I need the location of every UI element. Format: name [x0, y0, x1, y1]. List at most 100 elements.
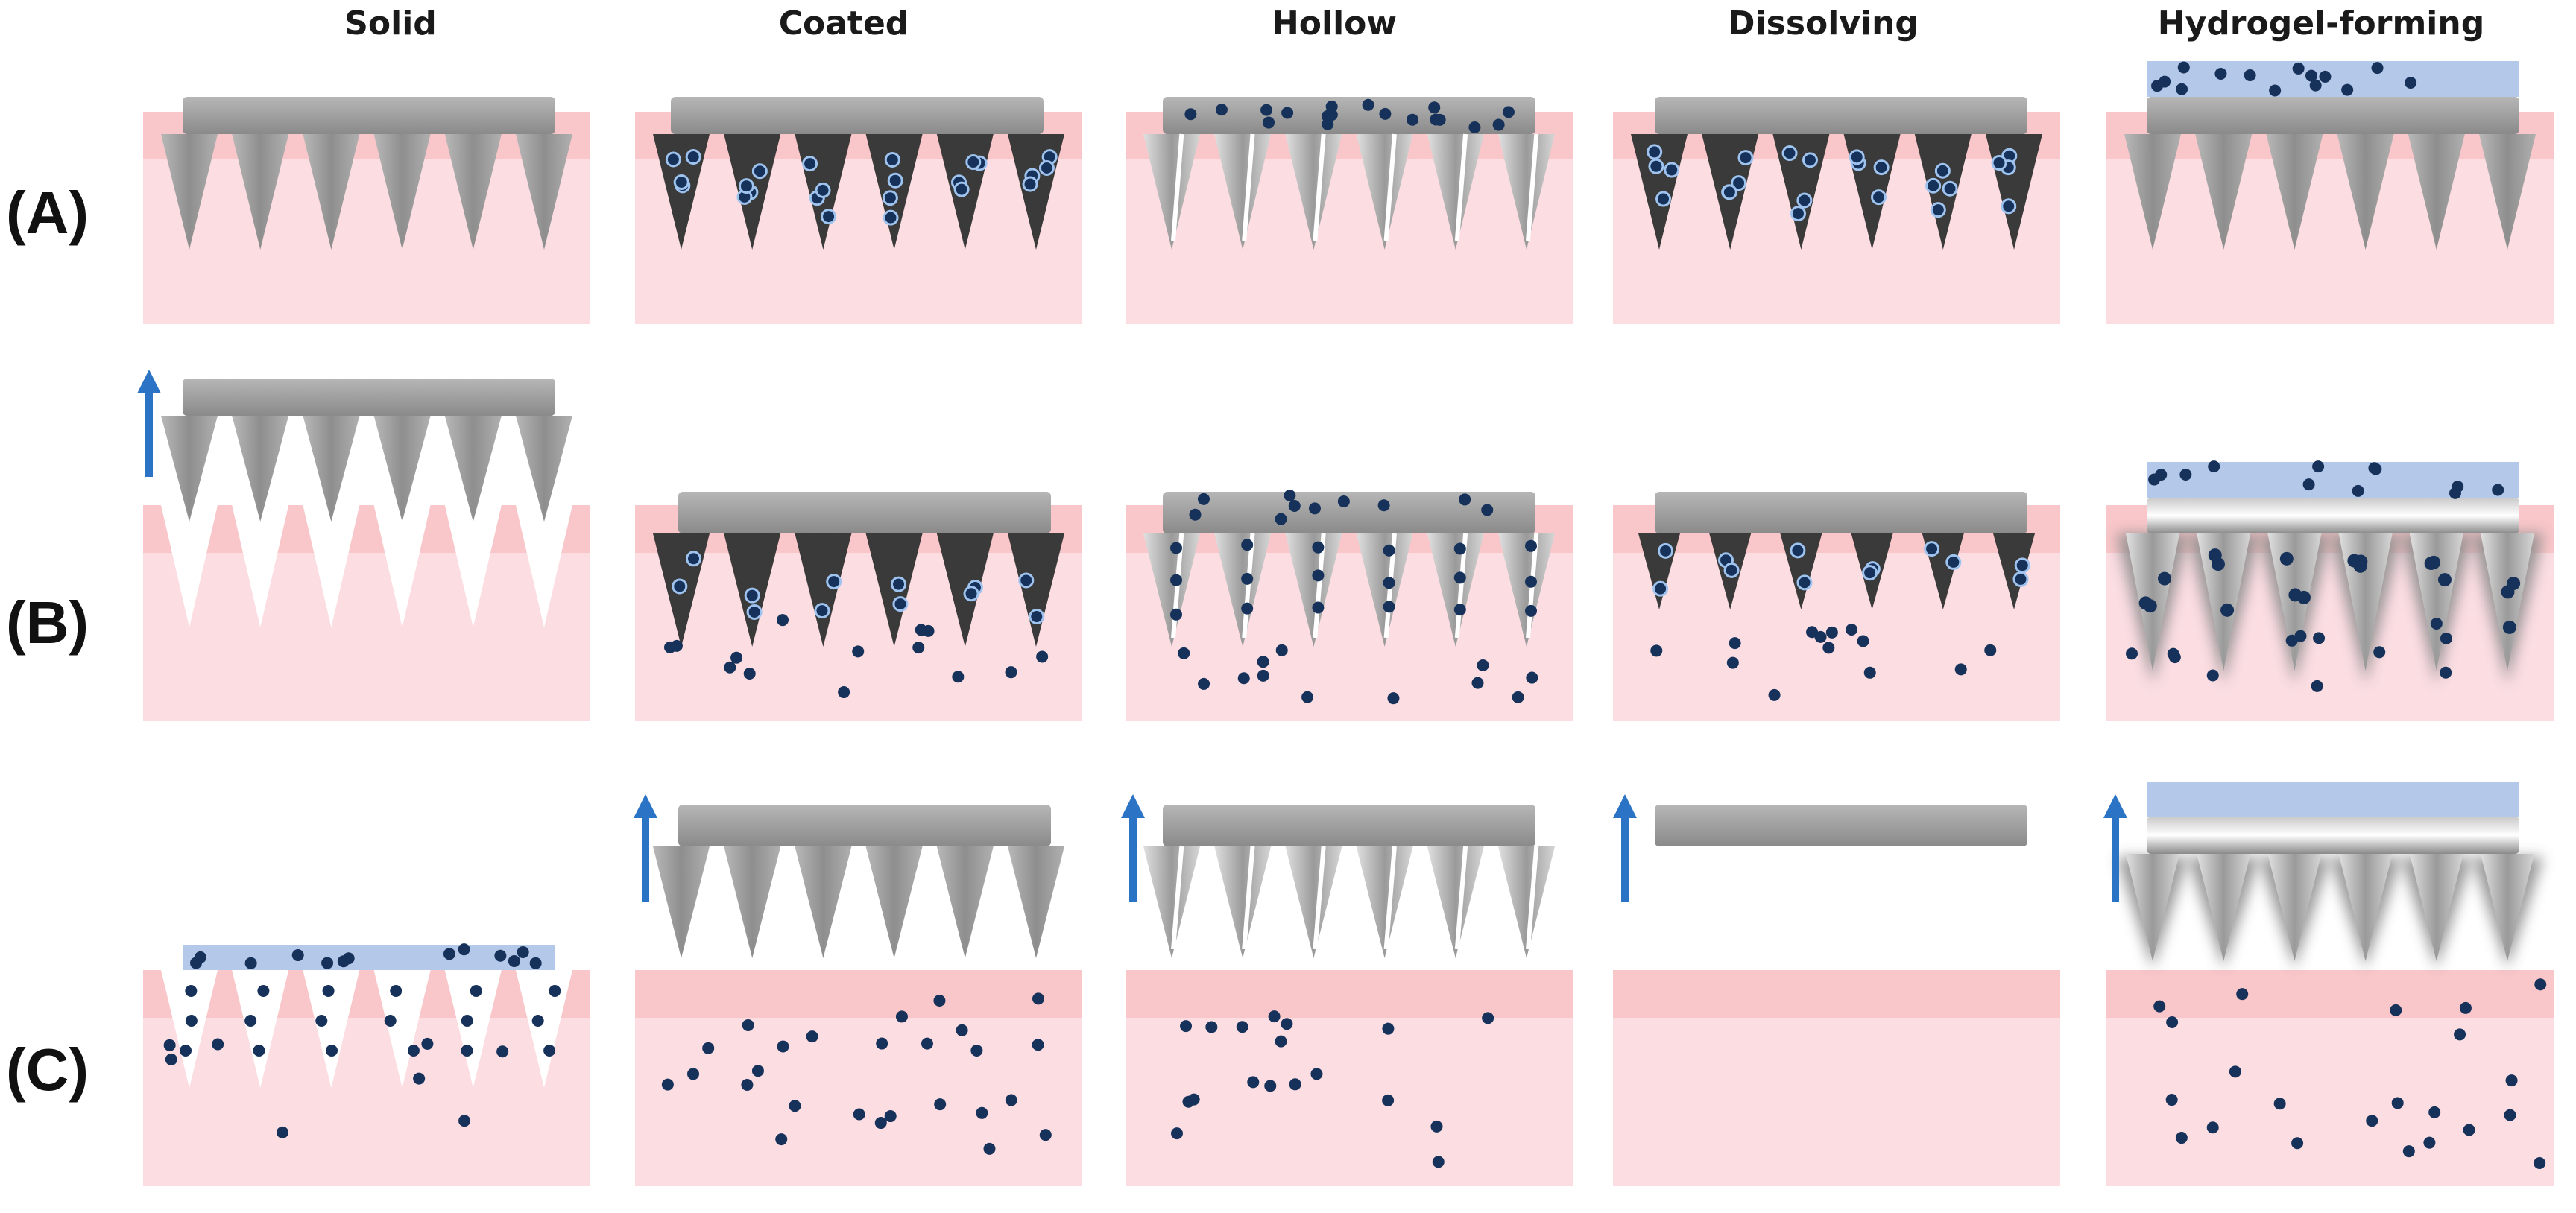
needle-hydrogel-r2-0 — [2126, 854, 2179, 961]
drug-particle-dissolving-r0-7 — [1721, 184, 1737, 200]
drug-particle-coated-r1-112 — [724, 661, 736, 674]
needle-channel-hollow-r2-0 — [1171, 846, 1184, 950]
needle-coated-r1-5 — [1008, 533, 1064, 647]
drug-particle-hydrogel-r0-6 — [2405, 77, 2417, 89]
drug-particle-hollow-r0-2 — [1215, 104, 1228, 116]
drug-particle-hydrogel-r0-11 — [2159, 75, 2171, 88]
drug-particle-hollow-r2-2 — [1170, 1127, 1183, 1140]
drug-particle-hollow-r1-204 — [1241, 572, 1254, 585]
drug-particle-solid-r2-109 — [390, 985, 402, 997]
drug-particle-hydrogel-r1-11 — [2353, 559, 2367, 573]
drug-particle-dissolving-r1-109 — [1726, 656, 1739, 669]
drug-particle-coated-r2-4 — [661, 1078, 674, 1091]
drug-particle-coated-r0-15 — [882, 190, 898, 206]
drug-particle-hydrogel-r2-0 — [2390, 1004, 2402, 1016]
drug-particle-hollow-r2-17 — [1289, 1078, 1301, 1091]
needle-solid-r0-5 — [516, 134, 572, 250]
drug-particle-dissolving-r1-108 — [1822, 642, 1835, 654]
drug-particle-coated-r2-2 — [751, 1065, 764, 1077]
drug-particle-hollow-r0-5 — [1407, 113, 1419, 126]
needle-base-dissolving-r0 — [1655, 97, 2027, 134]
needle-solid-r1-5 — [516, 416, 572, 522]
drug-particle-hydrogel-r0-4 — [2309, 79, 2322, 92]
drug-particle-solid-r2-3 — [190, 957, 203, 969]
needle-hollow-r1-3 — [1356, 533, 1413, 647]
needle-hydrogel-r2-5 — [2481, 854, 2534, 961]
drug-particle-dissolving-r1-5 — [1796, 574, 1813, 591]
drug-particle-solid-r2-204 — [421, 1037, 434, 1050]
drug-particle-coated-r1-105 — [838, 686, 850, 699]
needle-hollow-r0-2 — [1285, 134, 1342, 250]
drug-particle-hollow-r0-17 — [1281, 107, 1294, 119]
drug-particle-hollow-r0-14 — [1492, 118, 1505, 131]
drug-particle-solid-r2-0 — [443, 948, 455, 960]
drug-particle-hydrogel-r0-5 — [2269, 84, 2282, 97]
drug-particle-dissolving-r1-7 — [1862, 565, 1878, 581]
drug-particle-hollow-r0-3 — [1325, 100, 1338, 113]
drug-particle-solid-r2-108 — [326, 1045, 338, 1057]
needle-hollow-r0-5 — [1498, 134, 1555, 250]
drug-particle-coated-r1-1 — [686, 551, 702, 567]
drug-particle-coated-r2-14 — [921, 1037, 933, 1050]
drug-particle-coated-r1-103 — [1005, 666, 1017, 679]
pull-arrow-head-solid-r1 — [137, 370, 161, 393]
drug-particle-solid-r2-9 — [508, 954, 520, 967]
drug-particle-hydrogel-r1-409 — [2430, 618, 2443, 630]
needle-coated-r1-2 — [795, 533, 852, 647]
drug-particle-hydrogel-r2-20 — [2175, 1132, 2188, 1144]
drug-particle-hydrogel-r2-11 — [2428, 1106, 2441, 1118]
drug-particle-coated-r2-0 — [741, 1078, 754, 1091]
drug-particle-hollow-r1-215 — [1525, 539, 1537, 552]
drug-particle-coated-r0-11 — [821, 209, 837, 225]
drug-particle-coated-r2-17 — [775, 1133, 788, 1146]
skin-epidermis-hydrogel-r2 — [2106, 970, 2554, 1018]
drug-particle-coated-r1-7 — [892, 596, 909, 612]
drug-particle-coated-r2-21 — [956, 1024, 968, 1036]
skin-epidermis-solid-r1 — [143, 505, 590, 553]
drug-particle-solid-r2-101 — [185, 1015, 198, 1027]
drug-particle-hydrogel-r1-11 — [2368, 462, 2381, 475]
skin-pore-solid-r2-5 — [516, 970, 572, 1088]
skin-pore-solid-r1-3 — [373, 505, 431, 627]
drug-particle-dissolving-r1-110 — [1857, 635, 1869, 647]
drug-particle-hollow-r0-12 — [1263, 116, 1275, 129]
drug-particle-hollow-r1-4 — [1481, 504, 1494, 516]
needle-solid-r0-0 — [161, 134, 218, 250]
drug-particle-hydrogel-r2-14 — [2534, 1156, 2546, 1169]
needle-channel-hollow-r0-3 — [1383, 133, 1397, 241]
drug-particle-hollow-r0-8 — [1322, 118, 1334, 130]
needle-coated-r2-5 — [1008, 846, 1064, 958]
drug-particle-dissolving-r0-17 — [1930, 202, 1946, 218]
drug-particle-solid-r2-4 — [337, 955, 350, 968]
drug-particle-hydrogel-r1-17 — [2507, 577, 2521, 591]
drug-particle-hollow-r1-6 — [1337, 495, 1350, 508]
drug-particle-coated-r1-4 — [826, 574, 842, 590]
drug-particle-hydrogel-r1-5 — [2492, 484, 2504, 496]
drug-particle-hollow-r0-13 — [1468, 121, 1481, 133]
column-title-hydrogel-forming: Hydrogel-forming — [2157, 4, 2485, 42]
drug-particle-hollow-r1-9 — [1189, 508, 1202, 521]
needle-hydrogel-r0-5 — [2479, 134, 2536, 250]
needle-channel-hollow-r2-4 — [1454, 846, 1468, 950]
drug-particle-dissolving-r0-9 — [1790, 206, 1806, 222]
drug-particle-hydrogel-r2-8 — [2366, 1115, 2378, 1127]
drug-particle-coated-r1-110 — [1036, 650, 1049, 663]
drug-particle-hydrogel-r1-6 — [2279, 551, 2294, 566]
drug-particle-hydrogel-r2-10 — [2291, 1137, 2304, 1150]
drug-particle-hydrogel-r0-10 — [2214, 67, 2227, 80]
drug-particle-solid-r2-113 — [461, 1015, 473, 1027]
drug-particle-dissolving-r0-23 — [1991, 155, 2007, 171]
drug-particle-solid-r2-201 — [496, 1045, 509, 1058]
row-label-a: (A) — [6, 180, 89, 246]
needle-channel-hollow-r2-1 — [1242, 846, 1255, 950]
drug-particle-dissolving-r1-107 — [1814, 630, 1827, 643]
drug-particle-hydrogel-r1-410 — [2285, 634, 2298, 647]
drug-particle-coated-r1-2 — [744, 587, 760, 604]
drug-particle-coated-r0-18 — [953, 181, 970, 197]
drug-particle-hollow-r2-3 — [1482, 1012, 1494, 1024]
drug-particle-hydrogel-r0-1 — [2292, 62, 2305, 75]
drug-particle-hollow-r1-306 — [1387, 692, 1400, 705]
drug-particle-dissolving-r0-0 — [1648, 158, 1664, 174]
drug-particle-solid-r2-12 — [244, 957, 257, 969]
drug-particle-hydrogel-r2-15 — [2236, 988, 2249, 1001]
